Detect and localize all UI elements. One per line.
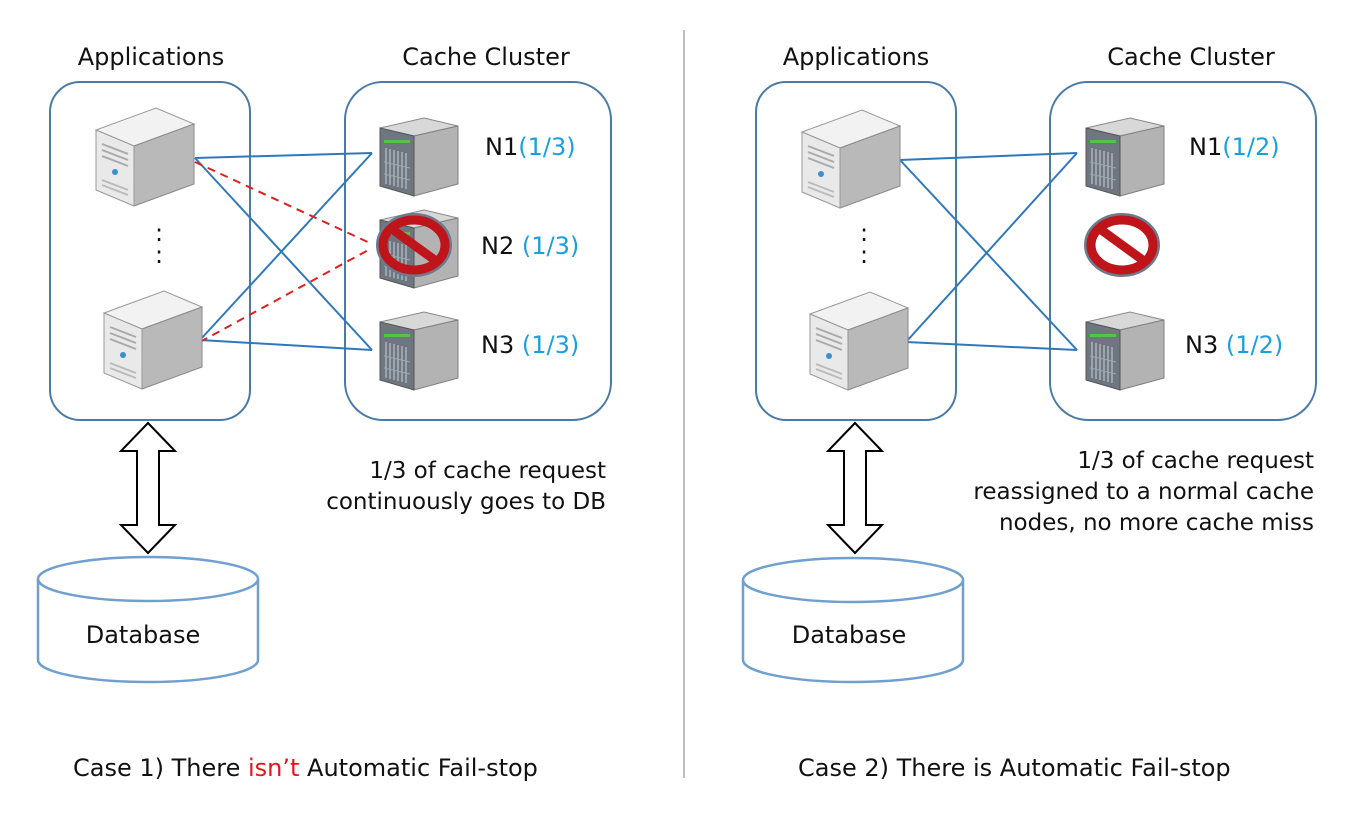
app-server-icon	[103, 290, 203, 390]
cache-server-icon	[379, 117, 459, 197]
case1-node-n3: N3 (1/3)	[481, 331, 580, 359]
case1-note: 1/3 of cache request continuously goes t…	[326, 458, 606, 515]
case1-applications-box	[49, 81, 251, 421]
database-cylinder-icon	[36, 555, 260, 684]
case1-ellipsis: ::	[155, 219, 164, 269]
app-server-icon	[95, 107, 195, 207]
case2-node-n3: N3 (1/2)	[1185, 331, 1284, 359]
case2-ellipsis: ::	[860, 219, 869, 269]
cache-server-icon	[379, 311, 459, 391]
case2-note: 1/3 of cache request reassigned to a nor…	[973, 448, 1314, 536]
double-arrow-icon	[827, 422, 883, 554]
case1-cache-cluster-box	[344, 81, 612, 421]
double-arrow-icon	[120, 422, 176, 554]
prohibited-icon	[1086, 215, 1158, 275]
case2-cache-cluster-box	[1049, 81, 1317, 421]
case2-caption: Case 2) There is Automatic Fail-stop	[798, 754, 1231, 782]
case2-applications-box	[755, 81, 957, 421]
case2-links	[899, 152, 1078, 351]
case1-caption: Case 1) There isn’t Automatic Fail-stop	[73, 754, 538, 782]
app-server-icon	[809, 291, 909, 391]
case2-node-n1: N1(1/2)	[1189, 133, 1280, 161]
case1-database-label: Database	[85, 621, 201, 649]
case2-applications-title: Applications	[782, 43, 930, 71]
cache-server-icon	[1085, 311, 1165, 391]
case1-links	[194, 152, 373, 351]
case1-applications-title: Applications	[77, 43, 225, 71]
app-server-icon	[801, 109, 901, 209]
database-cylinder-icon	[741, 556, 965, 684]
case2-database-label: Database	[791, 621, 907, 649]
case1-node-n2: N2 (1/3)	[481, 232, 580, 260]
case1-cache-cluster-title: Cache Cluster	[402, 43, 570, 71]
cache-server-icon	[1085, 117, 1165, 197]
case-divider	[683, 30, 685, 778]
case2-cache-cluster-title: Cache Cluster	[1107, 43, 1275, 71]
case1-node-n1: N1(1/3)	[485, 133, 576, 161]
